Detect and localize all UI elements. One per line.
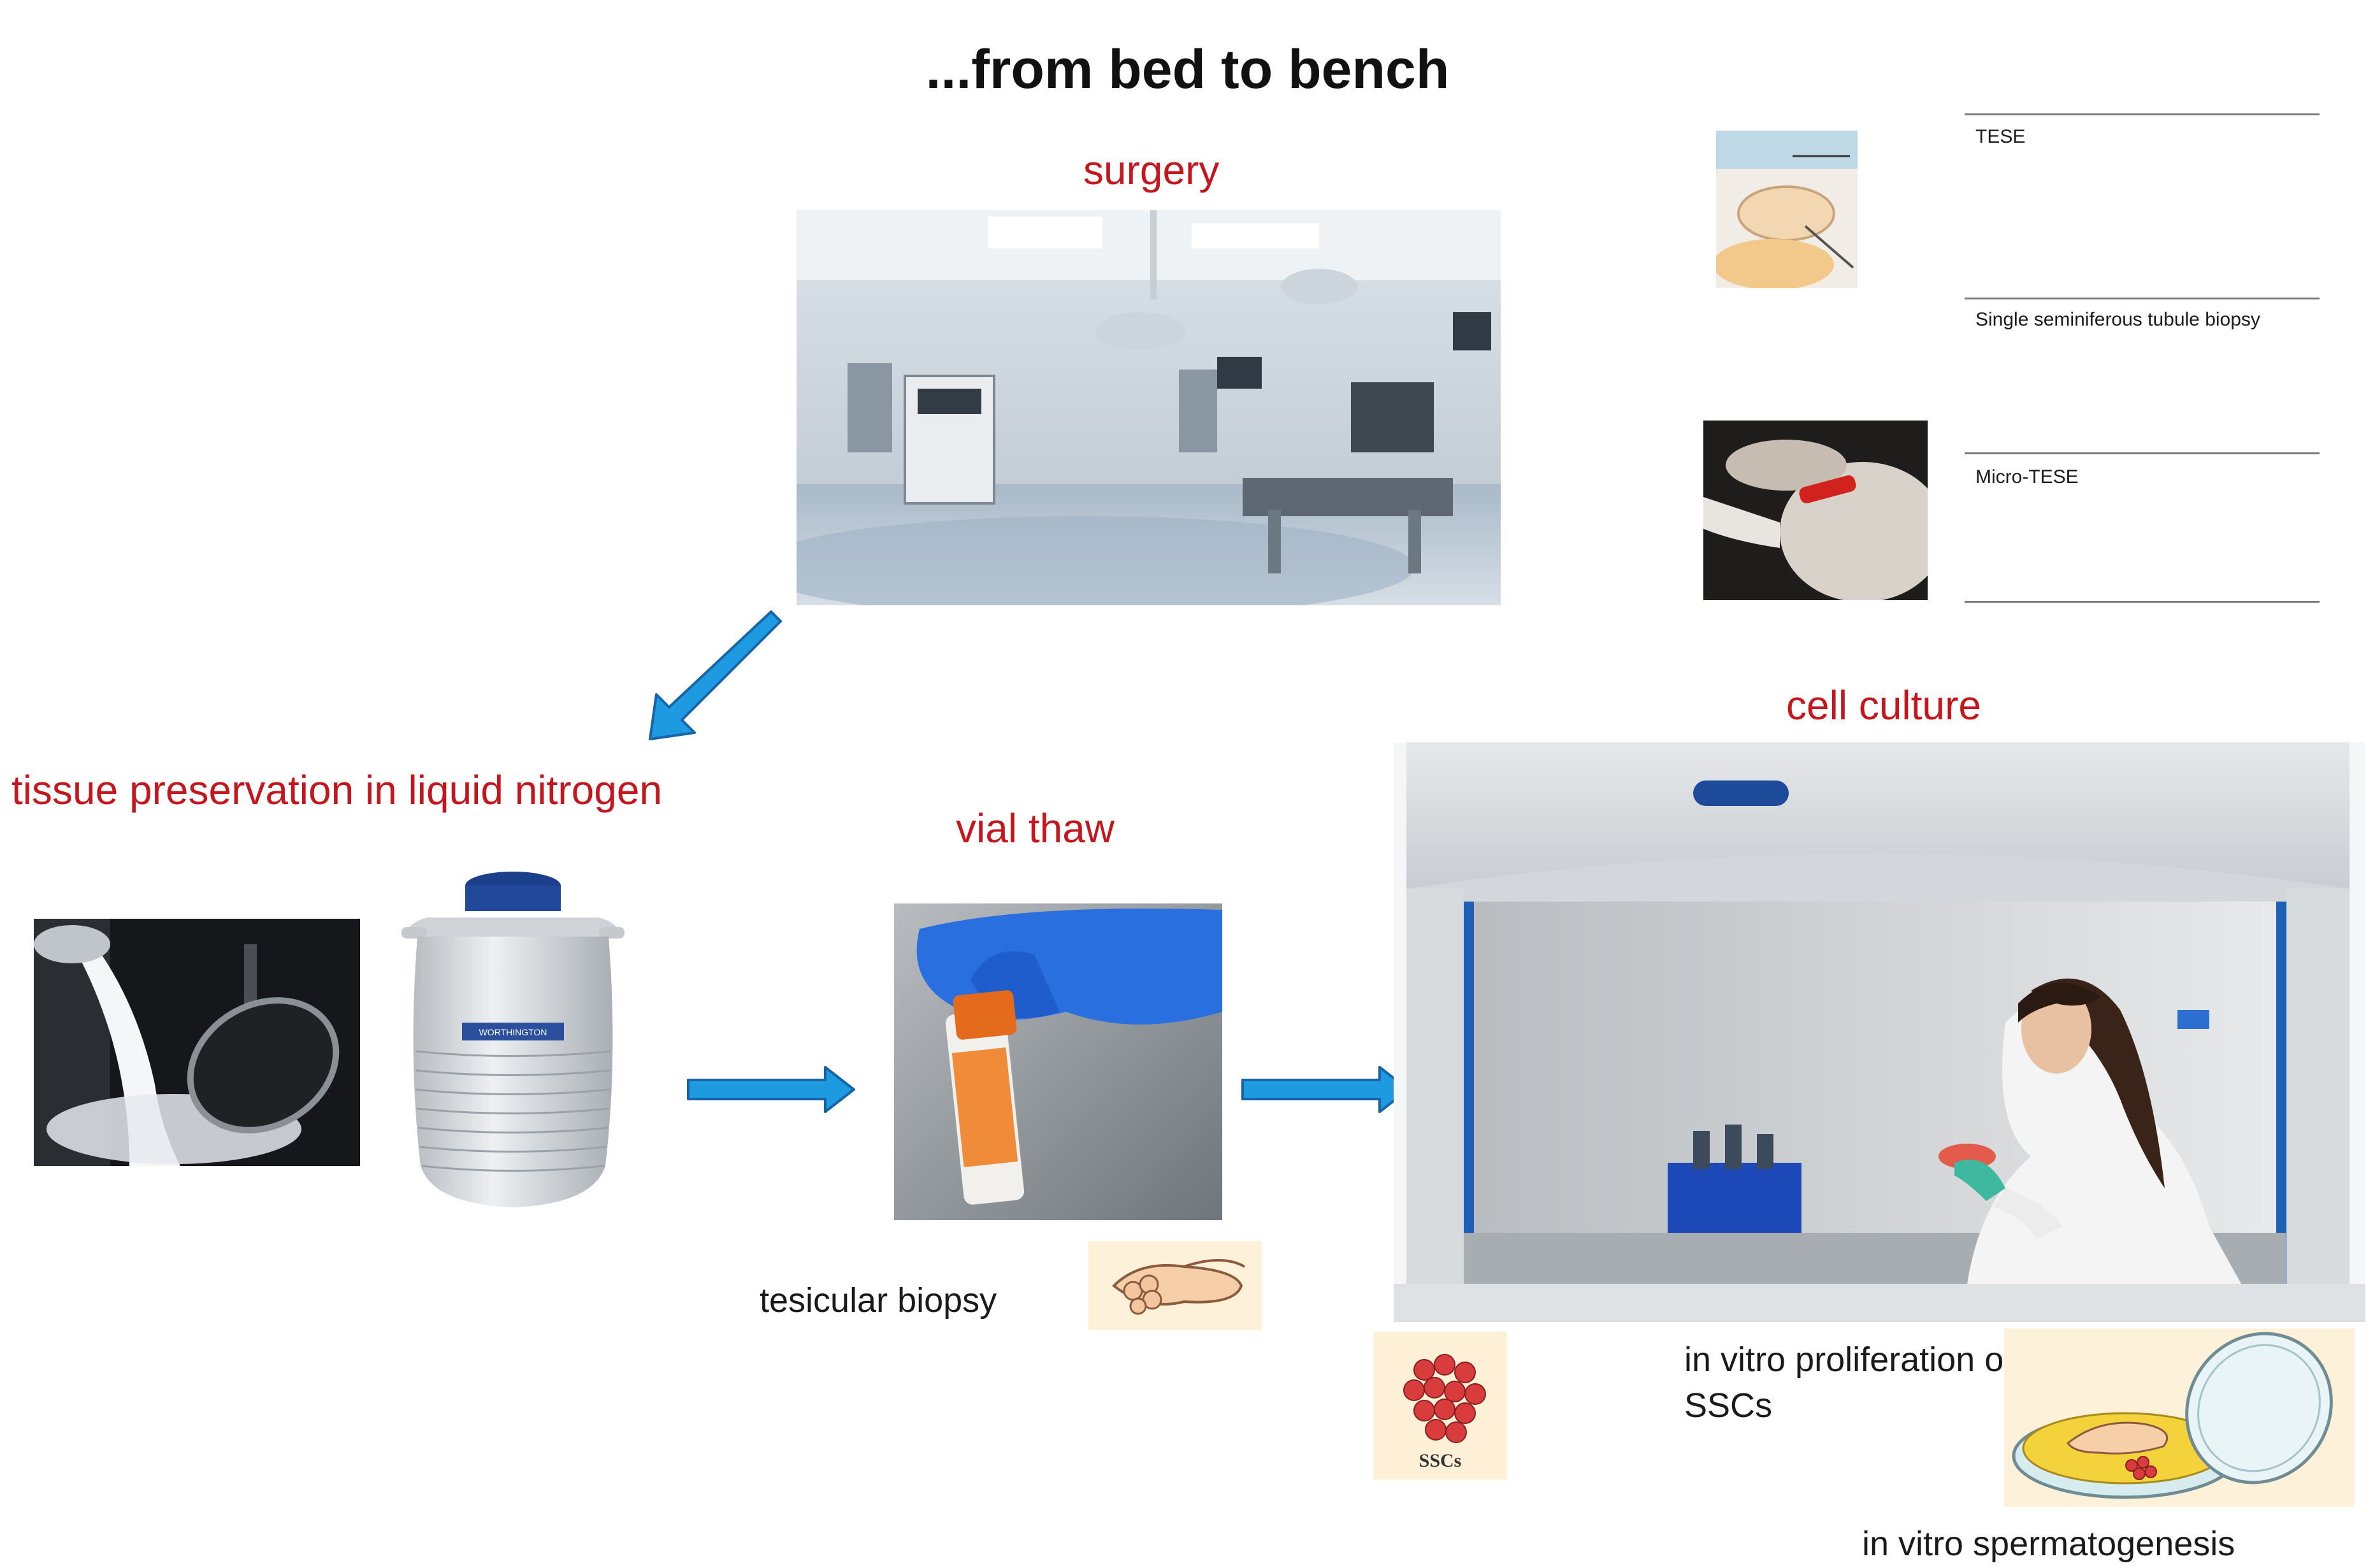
- dewar-flask: WORTHINGTON: [401, 867, 624, 1211]
- tissue-preservation-label: tissue preservation in liquid nitrogen: [11, 767, 663, 813]
- petri-dish-icon: [2004, 1328, 2355, 1507]
- micro-tese-photo: [1703, 421, 1928, 600]
- method-label-tese: TESE: [1975, 126, 2026, 147]
- method-divider-1: [1965, 113, 2320, 115]
- arrow-preservation-to-vial: [685, 1064, 857, 1115]
- cell-culture-hood-photo: [1394, 742, 2365, 1322]
- method-label-single-tubule: Single seminiferous tubule biopsy: [1975, 309, 2260, 330]
- right-arrow-icon: [1241, 1066, 1410, 1113]
- liquid-nitrogen-photo: [34, 919, 360, 1166]
- tese-illustration: [1716, 131, 1858, 288]
- spermatogenesis-label: in vitro spermatogenesis: [1862, 1525, 2235, 1563]
- sscs-cells-icon: SSCs: [1373, 1332, 1507, 1479]
- biopsy-tissue-icon: [1088, 1241, 1262, 1330]
- vial-thaw-label: vial thaw: [956, 805, 1115, 851]
- testicular-biopsy-label: tesicular biopsy: [760, 1281, 997, 1320]
- diagonal-arrow-icon: [649, 610, 782, 740]
- sscs-icon-text: SSCs: [1419, 1450, 1462, 1471]
- arrow-surgery-to-preservation: [637, 605, 784, 752]
- vial-thaw-photo: [894, 903, 1222, 1220]
- dewar-brand-text: WORTHINGTON: [479, 1027, 547, 1037]
- method-divider-4: [1965, 601, 2320, 603]
- cell-culture-label: cell culture: [1786, 682, 1981, 728]
- tube-rack: [1668, 1125, 1801, 1233]
- scientist-figure: [1954, 978, 2241, 1284]
- proliferation-label: in vitro proliferation of SSCs: [1684, 1341, 2014, 1425]
- surgery-label: surgery: [1083, 147, 1220, 193]
- right-arrow-icon: [687, 1066, 855, 1113]
- page-title: ...from bed to bench: [925, 39, 1450, 100]
- operating-room-photo: [797, 210, 1501, 605]
- method-divider-2: [1965, 298, 2320, 299]
- method-divider-3: [1965, 452, 2320, 454]
- arrow-vial-to-culture: [1239, 1064, 1411, 1115]
- method-label-micro-tese: Micro-TESE: [1975, 466, 2079, 487]
